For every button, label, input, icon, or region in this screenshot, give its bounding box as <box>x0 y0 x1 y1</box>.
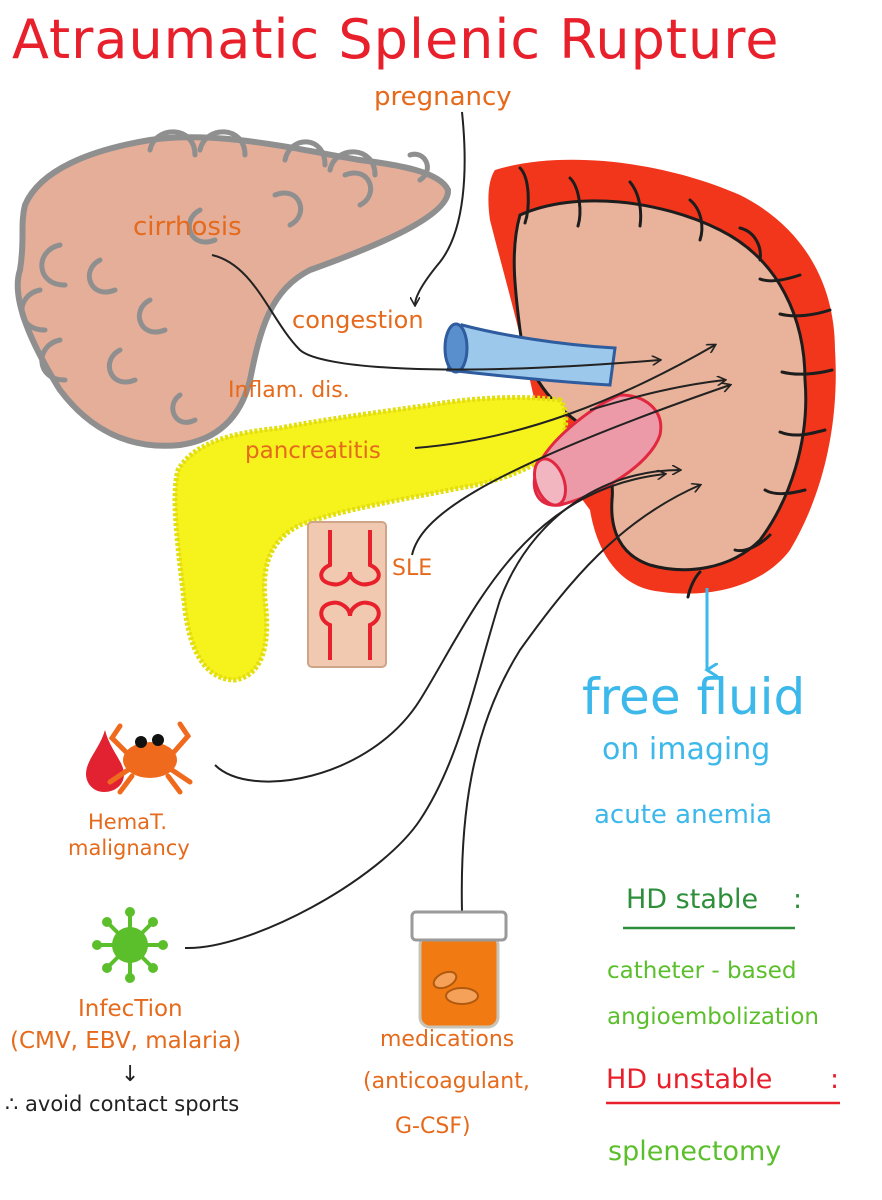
label-hemat-line1: HemaT. <box>88 810 168 834</box>
label-congestion: congestion <box>292 306 424 334</box>
hd-stable-tx-line1: catheter - based <box>607 958 797 984</box>
label-medications-line3: G-CSF) <box>395 1114 471 1139</box>
blood-drop-icon <box>86 730 124 792</box>
label-infection-line1: InfecTion <box>78 996 183 1022</box>
arrow-cirrhosis <box>211 254 660 371</box>
advice-text: ∴ avoid contact sports <box>5 1092 240 1116</box>
advice-arrow: ↓ <box>121 1062 140 1087</box>
virus-icon <box>92 907 168 983</box>
finding-acute-anemia: acute anemia <box>594 800 773 830</box>
label-medications-line2: (anticoagulant, <box>363 1069 530 1094</box>
hd-stable-heading: HD stable <box>626 884 759 915</box>
hd-stable-colon: : <box>793 884 803 915</box>
finding-on-imaging: on imaging <box>602 732 771 767</box>
arrow-sle <box>411 385 730 556</box>
liver-drawing <box>14 129 451 449</box>
crab-icon <box>107 721 193 795</box>
label-infection-line2: (CMV, EBV, malaria) <box>10 1028 242 1054</box>
arrow-infection <box>184 470 680 950</box>
hd-unstable-tx: splenectomy <box>608 1136 782 1167</box>
hd-unstable-colon: : <box>830 1064 840 1095</box>
arrow-pregnancy <box>415 111 466 305</box>
hd-unstable-heading: HD unstable <box>606 1064 773 1095</box>
label-pregnancy: pregnancy <box>374 82 512 112</box>
finding-free-fluid: free fluid <box>582 668 806 726</box>
label-medications-line1: medications <box>380 1027 515 1052</box>
cause-arrows <box>184 111 730 950</box>
pancreas-drawing <box>172 395 569 683</box>
label-inflam-dis: Inflam. dis. <box>228 378 350 403</box>
label-sle: SLE <box>392 556 433 581</box>
pill-bottle-icon <box>410 910 508 1029</box>
label-cirrhosis: cirrhosis <box>133 212 242 242</box>
label-pancreatitis: pancreatitis <box>245 438 381 464</box>
arrow-medications <box>460 485 700 913</box>
page-title: Atraumatic Splenic Rupture <box>12 8 780 71</box>
label-hemat-line2: malignancy <box>68 836 190 860</box>
arrow-pancreatitis <box>414 345 715 449</box>
sle-joint-drawing <box>307 521 387 668</box>
hd-stable-tx-line2: angioembolization <box>607 1004 819 1030</box>
arrow-inflam <box>589 380 725 411</box>
